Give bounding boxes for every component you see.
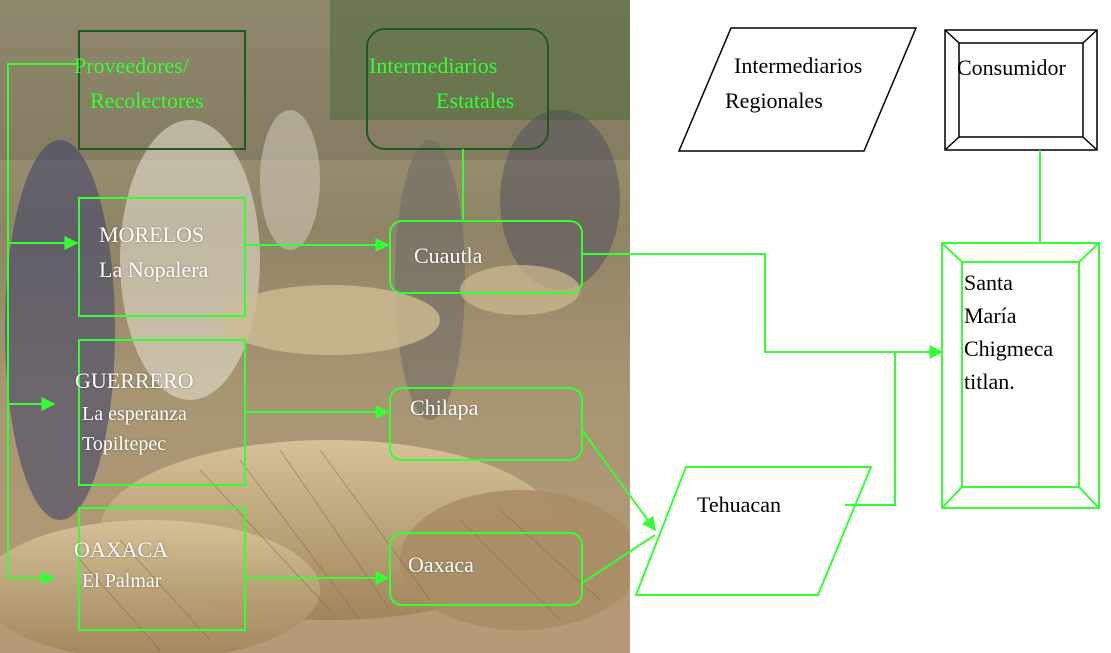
guerrero-label-line2: La esperanza [82, 403, 187, 425]
intermediarios-regionales-label-line2: Regionales [725, 88, 823, 113]
chilapa-label: Chilapa [410, 395, 479, 420]
santa-maria-label-line1: Santa [964, 270, 1013, 295]
tehuacan-shape [634, 466, 873, 596]
guerrero-label-line1: GUERRERO [75, 368, 194, 393]
consumidor-box [944, 29, 1098, 151]
oaxaca-city-label: Oaxaca [408, 552, 474, 577]
morelos-label-line1: MORELOS [99, 222, 205, 247]
consumidor-label: Consumidor [957, 55, 1066, 80]
intermediarios-regionales-label-line1: Intermediarios [734, 53, 863, 78]
intermediarios-estatales-label-line2: Estatales [436, 88, 515, 113]
oaxaca-state-label-line1: OAXACA [74, 537, 169, 562]
tehuacan-label: Tehuacan [697, 492, 781, 517]
guerrero-label-line3: Topiltepec [82, 433, 167, 455]
cuautla-label: Cuautla [414, 243, 483, 268]
oaxaca-state-label-line2: El Palmar [82, 570, 162, 592]
santa-maria-label-line3: Chigmeca [964, 336, 1054, 361]
morelos-label-line2: La Nopalera [99, 257, 209, 282]
santa-maria-label-line4: titlan. [964, 369, 1015, 394]
proveedores-label-line2: Recolectores [90, 88, 204, 113]
intermediarios-estatales-label-line1: Intermediarios [369, 53, 498, 78]
proveedores-label-line1: Proveedores/ [74, 53, 189, 78]
santa-maria-label-line2: María [964, 303, 1017, 328]
